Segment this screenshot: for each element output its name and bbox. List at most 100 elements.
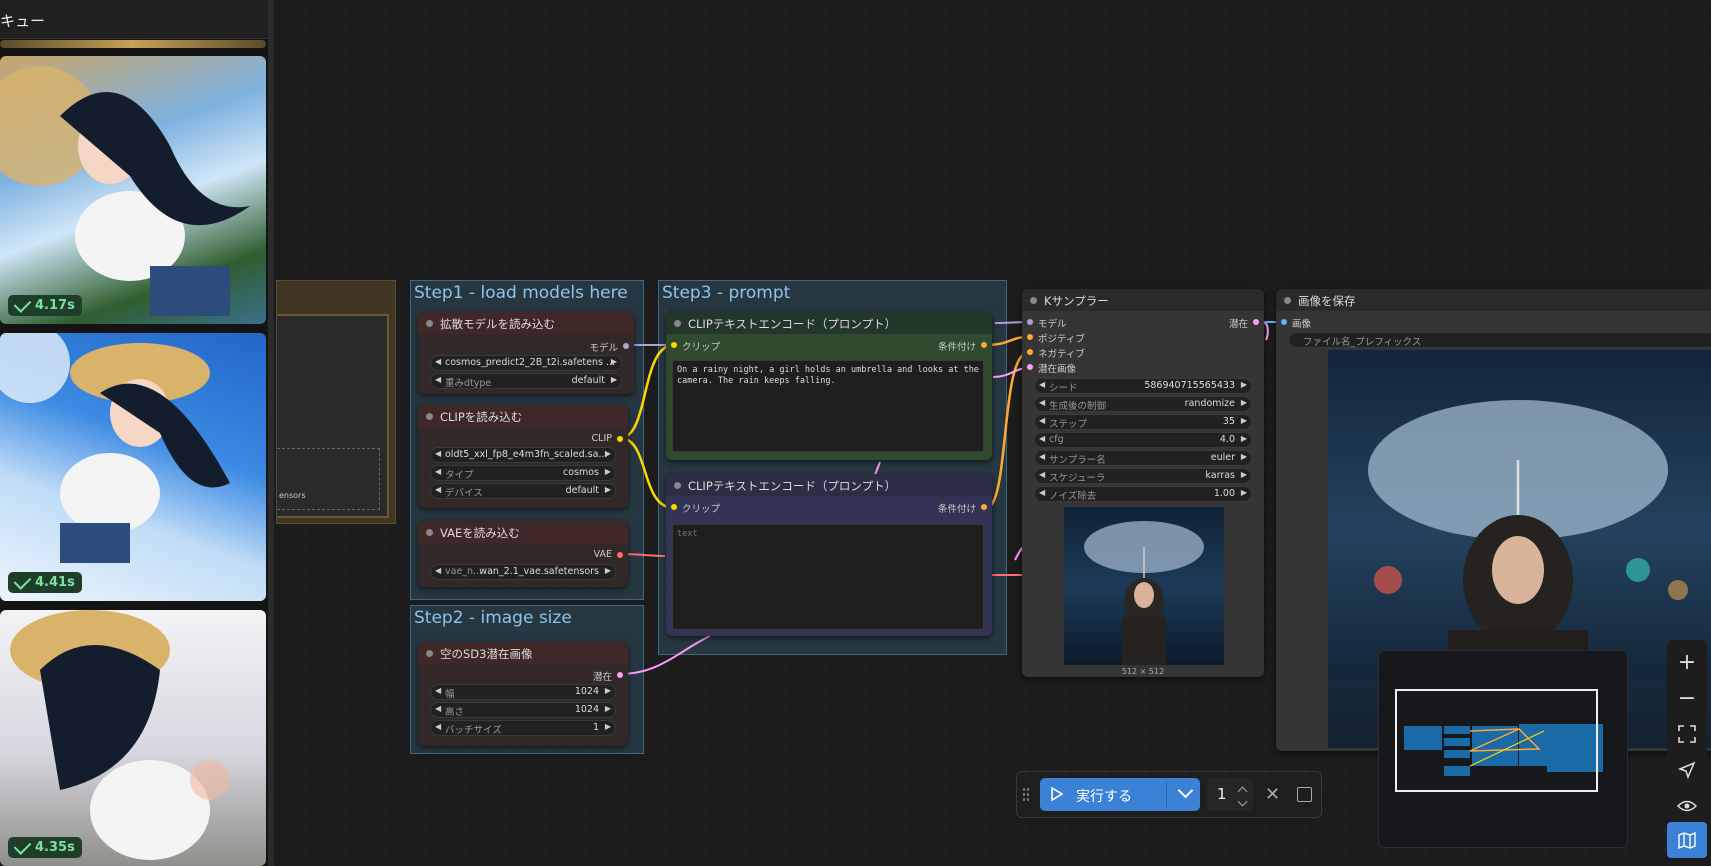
arrow-right-icon[interactable]: ▶ [610, 375, 617, 384]
node-header[interactable]: VAEを読み込む [418, 521, 628, 543]
queue-item[interactable]: 4.17s [0, 56, 266, 324]
arrow-right-icon[interactable]: ▶ [604, 485, 611, 494]
arrow-right-icon[interactable]: ▶ [604, 449, 611, 458]
node-header[interactable]: CLIPを読み込む [418, 405, 628, 427]
batch-count-stepper[interactable]: 1 [1207, 778, 1253, 811]
node-header[interactable]: CLIPテキストエンコード（プロンプト） [666, 474, 992, 496]
input-port-positive[interactable] [1027, 334, 1033, 340]
input-port-model[interactable] [1027, 319, 1033, 325]
node-dot[interactable] [426, 413, 433, 420]
width-widget[interactable]: ◀ 幅 1024 ▶ [430, 684, 616, 700]
arrow-left-icon[interactable]: ◀ [435, 566, 442, 575]
queue-item[interactable]: 4.35s [0, 610, 266, 866]
minimap-toggle-button[interactable] [1667, 822, 1707, 858]
negative-prompt-textarea[interactable] [672, 524, 984, 630]
input-port-clip[interactable] [671, 504, 677, 510]
input-port-negative[interactable] [1027, 349, 1033, 355]
arrow-left-icon[interactable]: ◀ [1039, 452, 1046, 461]
output-port-conditioning[interactable] [981, 504, 987, 510]
output-port-model[interactable] [623, 343, 629, 349]
node-header[interactable]: 空のSD3潜在画像 [418, 642, 628, 664]
batch-size-widget[interactable]: ◀ バッチサイズ 1 ▶ [430, 720, 616, 736]
node-dot[interactable] [426, 529, 433, 536]
stop-icon[interactable] [1297, 787, 1312, 802]
output-port-conditioning[interactable] [981, 342, 987, 348]
arrow-left-icon[interactable]: ◀ [1039, 380, 1046, 389]
node-dot[interactable] [1284, 297, 1291, 304]
weight-dtype-widget[interactable]: ◀ 重みdtype default ▶ [430, 373, 622, 389]
fit-view-button[interactable] [1667, 716, 1707, 752]
arrow-left-icon[interactable]: ◀ [435, 375, 442, 384]
decrement-icon[interactable] [1237, 796, 1248, 807]
clip-name-widget[interactable]: ◀ oldt5_xxl_fp8_e4m3fn_scaled.sa... ▶ [430, 447, 616, 463]
arrow-left-icon[interactable]: ◀ [1039, 470, 1046, 479]
drag-handle-icon[interactable] [1022, 787, 1030, 801]
unet-name-widget[interactable]: ◀ cosmos_predict2_2B_t2i.safetens ... ▶ [430, 355, 622, 371]
node-header[interactable]: Kサンプラー [1022, 289, 1264, 311]
arrow-left-icon[interactable]: ◀ [1039, 488, 1046, 497]
output-port-clip[interactable] [617, 436, 623, 442]
arrow-left-icon[interactable]: ◀ [1039, 398, 1046, 407]
node-clip-loader[interactable]: CLIPを読み込む CLIP ◀ oldt5_xxl_fp8_e4m3fn_sc… [418, 405, 628, 508]
arrow-right-icon[interactable]: ▶ [1240, 398, 1247, 407]
node-dot[interactable] [1030, 297, 1037, 304]
input-port-clip[interactable] [671, 342, 677, 348]
arrow-right-icon[interactable]: ▶ [604, 686, 611, 695]
filename-prefix-widget[interactable]: ファイル名_プレフィックス [1288, 332, 1711, 348]
arrow-right-icon[interactable]: ▶ [1240, 470, 1247, 479]
output-port-latent[interactable] [617, 672, 623, 678]
arrow-right-icon[interactable]: ▶ [604, 566, 611, 575]
arrow-right-icon[interactable]: ▶ [1240, 434, 1247, 443]
node-dot[interactable] [426, 320, 433, 327]
minimap[interactable] [1378, 650, 1628, 848]
output-port-latent[interactable] [1253, 319, 1259, 325]
queue-item[interactable]: 4.41s [0, 333, 266, 601]
arrow-right-icon[interactable]: ▶ [1240, 488, 1247, 497]
group-partial[interactable]: ensors [276, 280, 396, 524]
node-header[interactable]: 拡散モデルを読み込む [418, 312, 634, 334]
arrow-right-icon[interactable]: ▶ [610, 357, 617, 366]
vae-name-widget[interactable]: ◀ vae_n... wan_2.1_vae.safetensors ▶ [430, 564, 616, 580]
queue-item-partial[interactable] [0, 40, 266, 48]
node-vae-loader[interactable]: VAEを読み込む VAE ◀ vae_n... wan_2.1_vae.safe… [418, 521, 628, 587]
arrow-right-icon[interactable]: ▶ [604, 704, 611, 713]
prompt-textarea[interactable]: On a rainy night, a girl holds an umbrel… [672, 360, 984, 452]
node-header[interactable]: 画像を保存 [1276, 289, 1711, 311]
cancel-icon[interactable]: ✕ [1265, 784, 1281, 805]
arrow-right-icon[interactable]: ▶ [1240, 452, 1247, 461]
arrow-left-icon[interactable]: ◀ [1039, 416, 1046, 425]
arrow-right-icon[interactable]: ▶ [1240, 380, 1247, 389]
node-dot[interactable] [426, 650, 433, 657]
node-diffusion-loader[interactable]: 拡散モデルを読み込む モデル ◀ cosmos_predict2_2B_t2i.… [418, 312, 634, 394]
node-empty-latent[interactable]: 空のSD3潜在画像 潜在 ◀ 幅 1024 ▶ ◀ 高さ 1024 ▶ ◀ バッ… [418, 642, 628, 746]
minimap-viewport[interactable] [1395, 689, 1598, 792]
clip-type-widget[interactable]: ◀ タイプ cosmos ▶ [430, 465, 616, 481]
node-clip-text-positive[interactable]: CLIPテキストエンコード（プロンプト） クリップ 条件付け On a rain… [666, 312, 992, 460]
chevron-down-icon[interactable] [1177, 782, 1194, 799]
input-port-latent[interactable] [1027, 364, 1033, 370]
arrow-left-icon[interactable]: ◀ [435, 357, 442, 366]
zoom-out-button[interactable]: − [1667, 680, 1707, 716]
arrow-left-icon[interactable]: ◀ [435, 686, 442, 695]
arrow-left-icon[interactable]: ◀ [435, 722, 442, 731]
node-partial[interactable]: ensors [277, 314, 389, 518]
arrow-left-icon[interactable]: ◀ [435, 485, 442, 494]
input-port-images[interactable] [1281, 319, 1287, 325]
toggle-links-button[interactable] [1667, 788, 1707, 824]
arrow-right-icon[interactable]: ▶ [604, 467, 611, 476]
node-dot[interactable] [674, 482, 681, 489]
run-button[interactable]: 実行する [1040, 778, 1200, 811]
arrow-left-icon[interactable]: ◀ [435, 449, 442, 458]
arrow-left-icon[interactable]: ◀ [435, 467, 442, 476]
node-dot[interactable] [674, 320, 681, 327]
node-header[interactable]: CLIPテキストエンコード（プロンプト） [666, 312, 992, 334]
arrow-right-icon[interactable]: ▶ [1240, 416, 1247, 425]
arrow-right-icon[interactable]: ▶ [604, 722, 611, 731]
